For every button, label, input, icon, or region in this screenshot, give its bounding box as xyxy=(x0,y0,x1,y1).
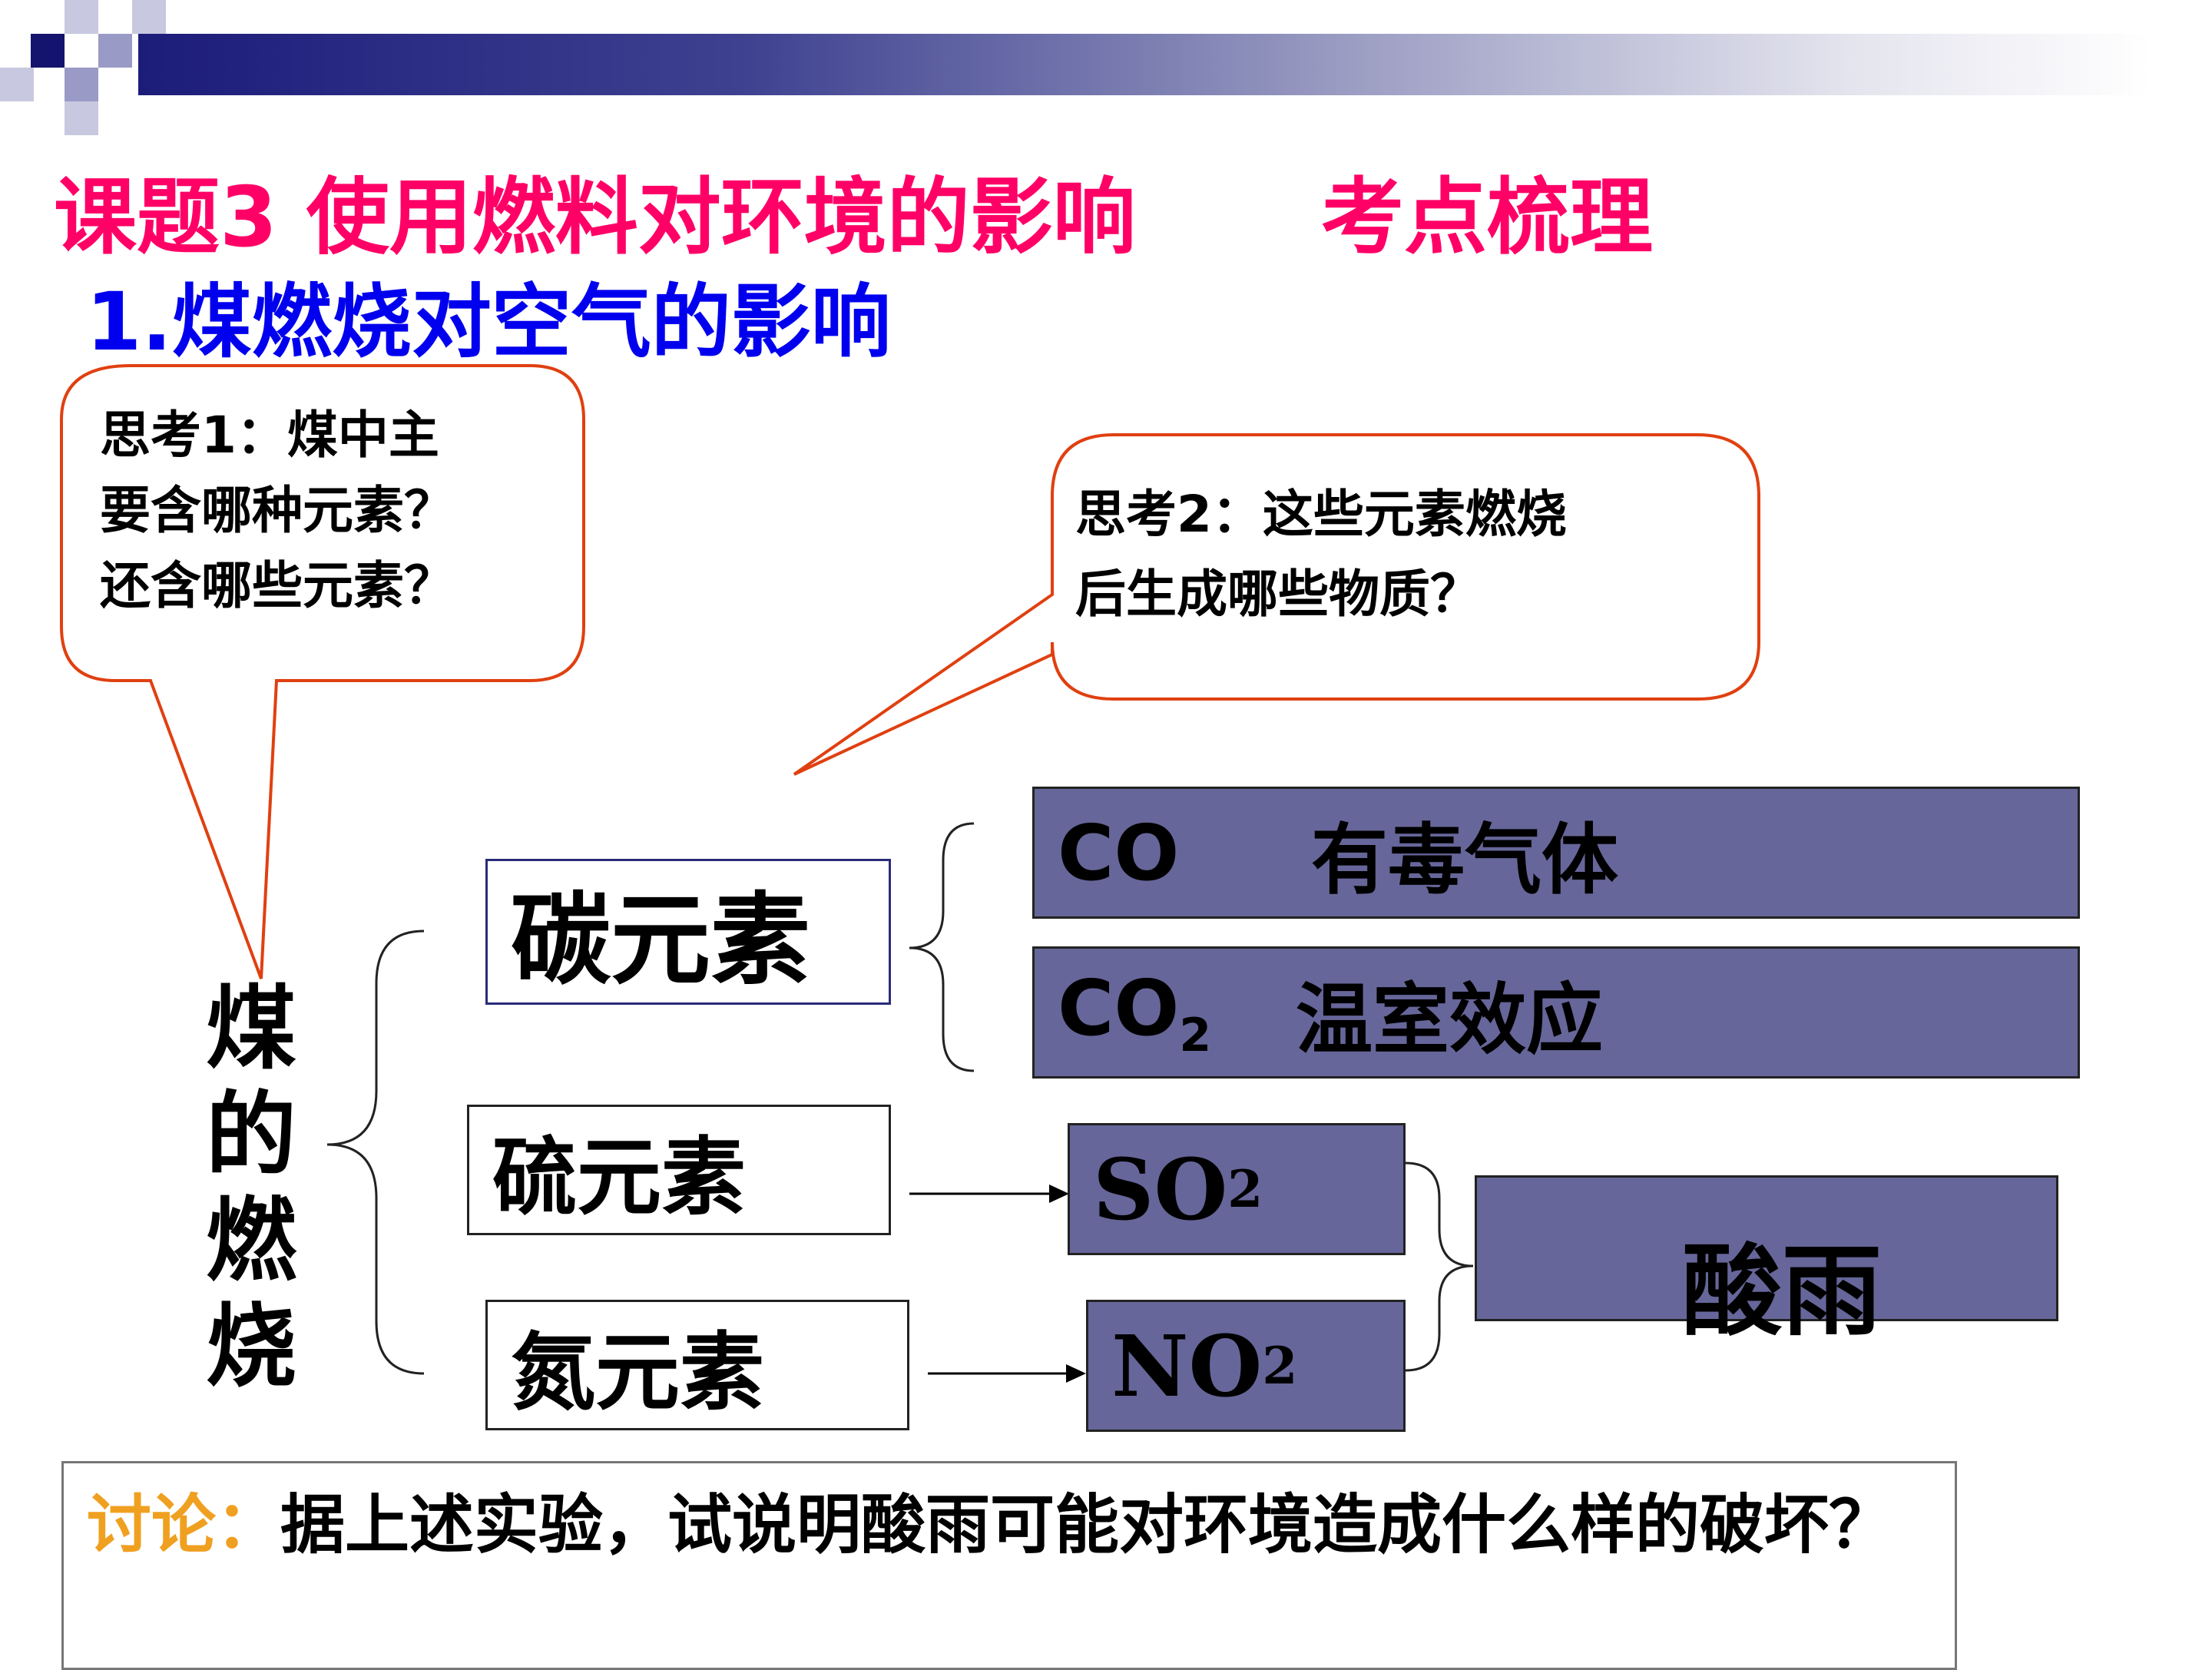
so2-formula-base: SO xyxy=(1093,1139,1228,1239)
acid-rain-box: 酸雨 xyxy=(1475,1175,2058,1350)
think2-line: 后生成哪些物质？ xyxy=(1075,565,1481,624)
left-brace xyxy=(326,929,425,1375)
think1-text: 思考1：煤中主 要含哪种元素？ 还含哪些元素？ xyxy=(100,398,455,624)
co2-formula-base: CO xyxy=(1058,963,1180,1053)
co-formula: CO xyxy=(1058,807,1180,898)
sulfur-label: 硫元素 xyxy=(492,1128,746,1227)
discussion-label: 讨论： xyxy=(87,1487,281,1562)
carbon-brace xyxy=(909,822,975,1072)
nitrogen-box: 氮元素 xyxy=(485,1300,909,1430)
decor-square xyxy=(31,34,65,68)
acid-rain-brace xyxy=(1405,1161,1474,1372)
think2-text: 思考2：这些元素燃烧 后生成哪些物质？ xyxy=(1075,475,1567,635)
think1-line: 要含哪种元素？ xyxy=(100,481,455,540)
decor-square xyxy=(98,34,132,68)
decor-square xyxy=(65,0,98,34)
co2-effect: 温室效应 xyxy=(1296,974,1603,1065)
think1-line: 还含哪些元素？ xyxy=(100,556,455,615)
carbon-box: 碳元素 xyxy=(485,859,891,1005)
discussion-text: 据上述实验，试说明酸雨可能对环境造成什么样的破坏？ xyxy=(280,1487,1894,1562)
no2-subscript: 2 xyxy=(1262,1336,1298,1396)
so2-subscript: 2 xyxy=(1227,1159,1263,1219)
callout-bubble-1 xyxy=(60,364,585,979)
think1-line: 思考1：煤中主 xyxy=(100,406,439,465)
nitrogen-label: 氮元素 xyxy=(511,1324,764,1422)
co-effect: 有毒气体 xyxy=(1311,814,1618,905)
page-title: 课题3 使用燃料对环境的影响 xyxy=(54,170,1136,266)
co2-formula: CO2 xyxy=(1058,963,1296,1062)
coal-combustion-label: 煤的燃烧 xyxy=(205,976,296,1400)
co2-box: CO2 温室效应 xyxy=(1032,946,2080,1079)
discussion-box: 讨论：据上述实验，试说明酸雨可能对环境造成什么样的破坏？ xyxy=(61,1461,1957,1670)
callout-bubble-2 xyxy=(793,433,1760,776)
no2-formula-base: NO xyxy=(1111,1316,1263,1416)
decor-square xyxy=(65,101,98,135)
section-subtitle: 1.煤燃烧对空气的影响 xyxy=(86,275,891,369)
page-title-right: 考点梳理 xyxy=(1321,170,1654,266)
decor-square xyxy=(0,68,34,101)
header-gradient-band xyxy=(138,34,2151,95)
decor-square xyxy=(65,68,98,101)
think2-line: 思考2：这些元素燃烧 xyxy=(1075,485,1567,544)
sulfur-box: 硫元素 xyxy=(467,1105,891,1235)
carbon-label: 碳元素 xyxy=(511,882,811,999)
co2-subscript: 2 xyxy=(1179,1008,1212,1062)
acid-rain-label: 酸雨 xyxy=(1681,1233,1882,1350)
decor-square xyxy=(132,0,166,34)
co-box: CO 有毒气体 xyxy=(1032,787,2080,919)
